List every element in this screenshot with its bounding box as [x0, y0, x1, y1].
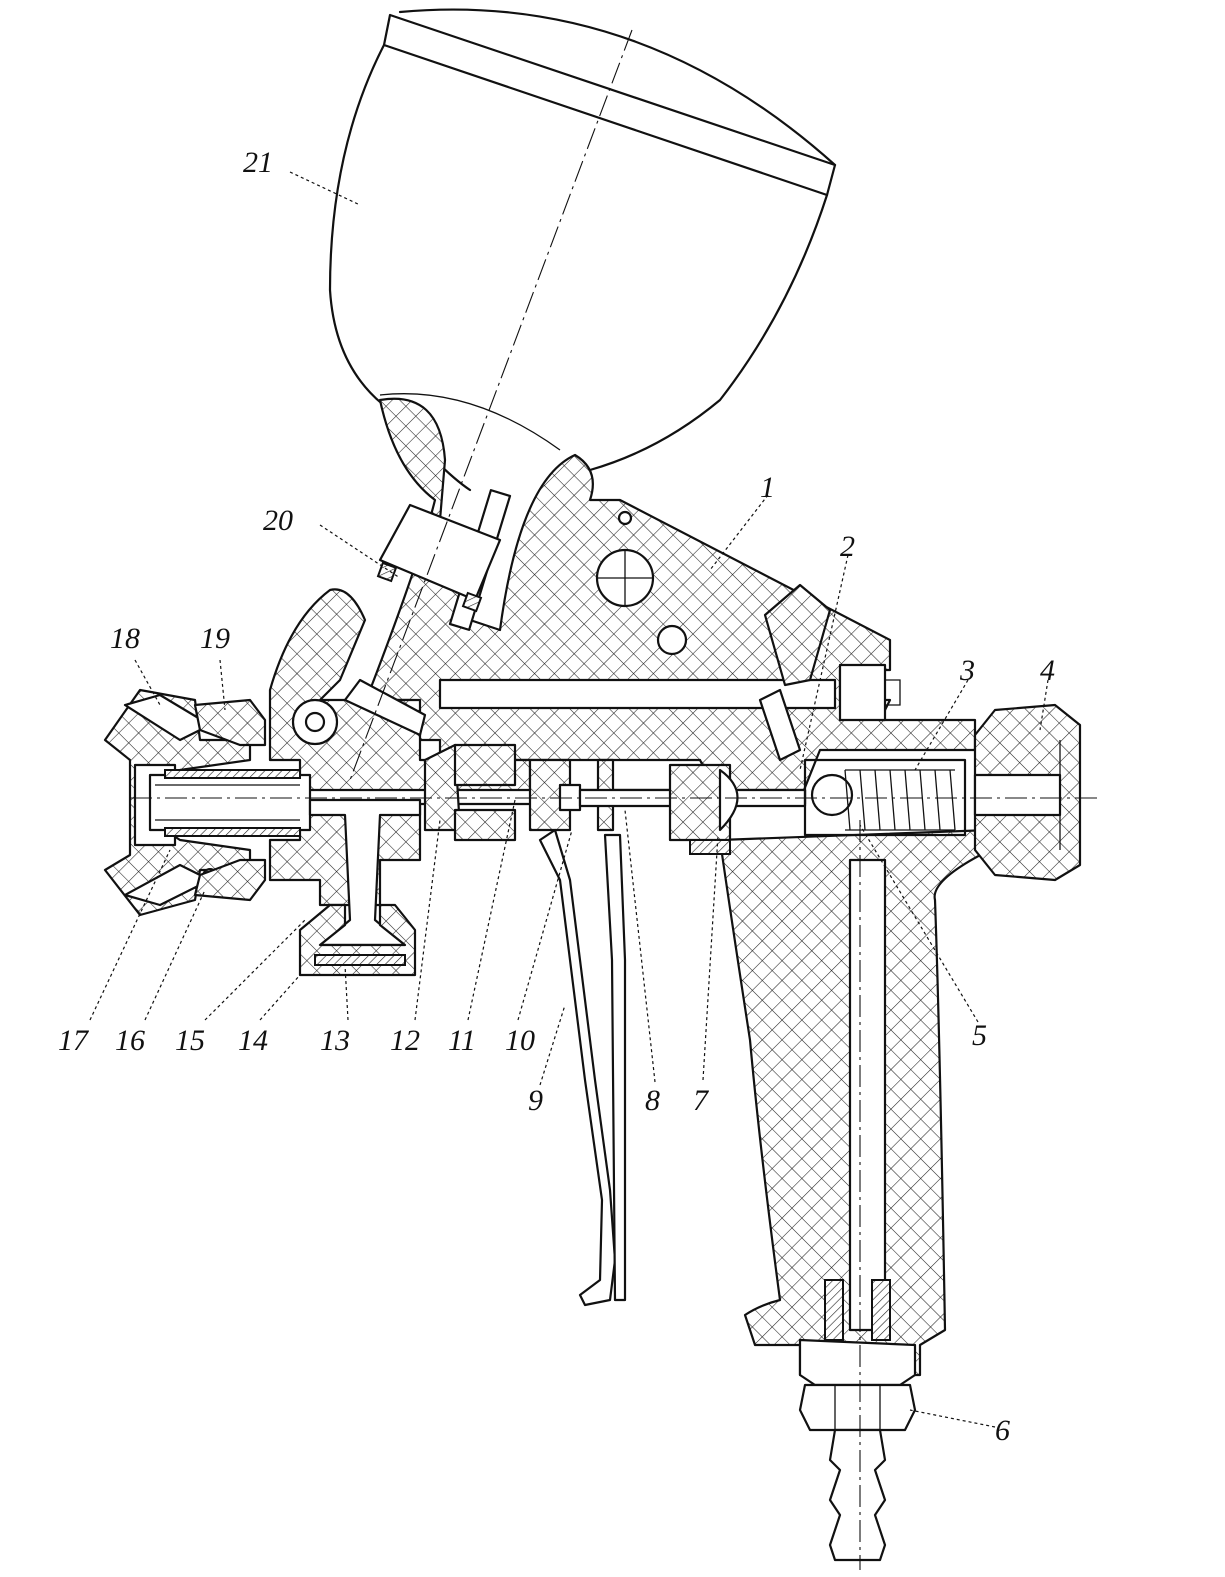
label-part-21: 21 — [243, 146, 273, 179]
label-part-14: 14 — [238, 1024, 268, 1057]
label-part-20: 20 — [263, 504, 293, 537]
fluid-nozzle — [148, 769, 312, 837]
top-screw — [758, 583, 901, 762]
label-part-3: 3 — [959, 654, 975, 687]
label-part-18: 18 — [110, 622, 140, 655]
valve-spring-assembly — [803, 758, 967, 837]
label-part-19: 19 — [200, 622, 230, 655]
label-part-1: 1 — [760, 471, 775, 504]
air-adjust-knob — [973, 703, 1082, 882]
label-part-6: 6 — [995, 1414, 1010, 1447]
label-part-11: 11 — [448, 1024, 476, 1057]
label-part-10: 10 — [505, 1024, 535, 1057]
label-part-4: 4 — [1040, 654, 1055, 687]
packing-nut — [668, 763, 739, 855]
label-part-5: 5 — [972, 1019, 987, 1052]
trigger — [538, 828, 627, 1307]
spray-adjuster — [298, 798, 422, 977]
body-hole-tiny — [617, 510, 633, 526]
label-part-9: 9 — [528, 1084, 543, 1117]
label-part-16: 16 — [115, 1024, 145, 1057]
handle-air-channel — [848, 858, 887, 1332]
label-part-15: 15 — [175, 1024, 205, 1057]
cup-axis — [349, 29, 633, 781]
cup-fitting — [343, 503, 502, 737]
hose-connector — [798, 1279, 917, 1562]
label-part-7: 7 — [693, 1084, 710, 1117]
part-labels: 21 20 1 2 3 4 18 19 17 16 15 14 13 12 11… — [58, 146, 1055, 1447]
label-part-17: 17 — [58, 1024, 90, 1057]
label-part-12: 12 — [390, 1024, 420, 1057]
retaining-ring — [193, 698, 267, 747]
label-part-8: 8 — [645, 1084, 660, 1117]
label-part-13: 13 — [320, 1024, 350, 1057]
leader-lines — [89, 171, 1049, 1428]
label-part-2: 2 — [840, 530, 855, 563]
body-hole-small — [656, 624, 688, 656]
